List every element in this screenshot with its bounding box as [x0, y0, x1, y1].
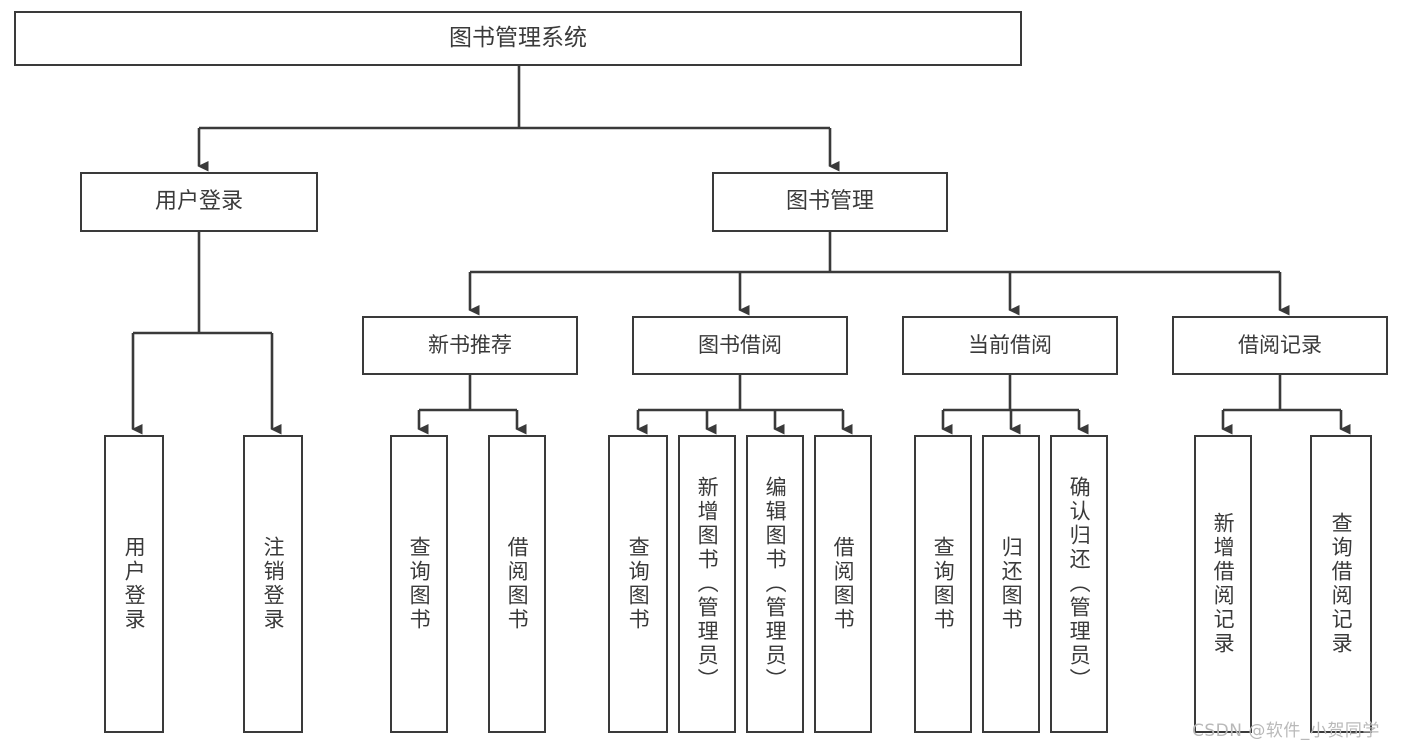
leaf-label: 归还图书 — [999, 536, 1024, 632]
leaf-current-confirm-return-admin[interactable]: 确认归还（管理员） — [1050, 435, 1108, 733]
node-root-system[interactable]: 图书管理系统 — [14, 11, 1022, 66]
leaf-user-login[interactable]: 用户登录 — [104, 435, 164, 733]
leaf-logout[interactable]: 注销登录 — [243, 435, 303, 733]
leaf-label: 借阅图书 — [831, 536, 856, 632]
leaf-newbook-borrow-book[interactable]: 借阅图书 — [488, 435, 546, 733]
leaf-label: 借阅图书 — [505, 536, 530, 632]
leaf-record-query-record[interactable]: 查询借阅记录 — [1310, 435, 1372, 733]
csdn-watermark: CSDN @软件_小贺同学 — [1192, 721, 1380, 741]
leaf-label: 查询图书 — [931, 536, 956, 632]
leaf-record-add-record[interactable]: 新增借阅记录 — [1194, 435, 1252, 733]
leaf-label: 注销登录 — [261, 536, 286, 632]
leaf-label: 查询借阅记录 — [1329, 512, 1354, 656]
leaf-borrow-borrow-book[interactable]: 借阅图书 — [814, 435, 872, 733]
node-current-borrow[interactable]: 当前借阅 — [902, 316, 1118, 375]
leaf-borrow-query-book[interactable]: 查询图书 — [608, 435, 668, 733]
leaf-label: 编辑图书（管理员） — [763, 476, 788, 692]
leaf-label: 新增图书（管理员） — [695, 476, 720, 692]
leaf-newbook-query-book[interactable]: 查询图书 — [390, 435, 448, 733]
leaf-borrow-add-book-admin[interactable]: 新增图书（管理员） — [678, 435, 736, 733]
leaf-label: 新增借阅记录 — [1211, 512, 1236, 656]
leaf-label: 确认归还（管理员） — [1067, 476, 1092, 692]
node-borrow-record[interactable]: 借阅记录 — [1172, 316, 1388, 375]
node-user-login[interactable]: 用户登录 — [80, 172, 318, 232]
leaf-borrow-edit-book-admin[interactable]: 编辑图书（管理员） — [746, 435, 804, 733]
node-new-book-recommend[interactable]: 新书推荐 — [362, 316, 578, 375]
leaf-label: 用户登录 — [122, 536, 147, 632]
leaf-current-return-book[interactable]: 归还图书 — [982, 435, 1040, 733]
leaf-current-query-book[interactable]: 查询图书 — [914, 435, 972, 733]
node-book-borrow[interactable]: 图书借阅 — [632, 316, 848, 375]
leaf-label: 查询图书 — [626, 536, 651, 632]
node-book-management[interactable]: 图书管理 — [712, 172, 948, 232]
leaf-label: 查询图书 — [407, 536, 432, 632]
